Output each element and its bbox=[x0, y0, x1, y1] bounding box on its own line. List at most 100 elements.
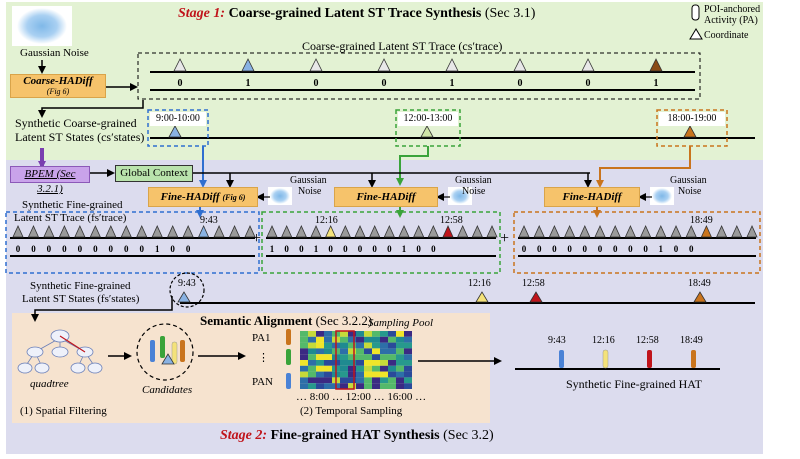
candidates-label: Candidates bbox=[142, 384, 193, 396]
fine-coordinate-mark bbox=[89, 225, 101, 238]
heatmap-cell bbox=[356, 342, 364, 349]
heatmap-cell bbox=[308, 331, 316, 337]
coarse-coordinate-mark bbox=[513, 58, 527, 72]
noise-label-2a: Gaussian bbox=[455, 175, 492, 186]
fine-time-1: 9:43 bbox=[200, 215, 218, 226]
heatmap-cell bbox=[340, 342, 348, 349]
coarse-hadiff-module: Coarse-HADiff (Fig 6) bbox=[10, 74, 106, 98]
heatmap-cell bbox=[324, 371, 332, 378]
fine-coordinate-mark bbox=[74, 225, 86, 238]
fine-coordinate-mark bbox=[120, 225, 132, 238]
fine-coordinate-mark bbox=[369, 225, 381, 238]
fine-bit-label: 0 bbox=[16, 244, 21, 254]
heatmap-cell bbox=[316, 348, 324, 355]
heatmap-cell bbox=[364, 383, 372, 389]
heatmap-cell bbox=[356, 365, 364, 372]
fine-coordinate-mark bbox=[281, 225, 293, 238]
fine-bit-label: 0 bbox=[109, 244, 114, 254]
fine-coordinate-mark bbox=[43, 225, 55, 238]
fine-coordinate-mark bbox=[12, 225, 24, 238]
heatmap-cell bbox=[340, 377, 348, 384]
heatmap-cell bbox=[380, 336, 388, 343]
heatmap-cell bbox=[324, 365, 332, 372]
heatmap-cell bbox=[348, 360, 356, 366]
coarse-coordinate-mark bbox=[309, 58, 323, 72]
synthetic-states-label-1: Synthetic Fine-grained bbox=[30, 280, 131, 292]
hat-time-1: 9:43 bbox=[548, 335, 566, 346]
heatmap-cell bbox=[300, 383, 308, 389]
quadtree-label: quadtree bbox=[30, 378, 69, 390]
heatmap-cell bbox=[308, 342, 316, 349]
coarse-coordinate-mark bbox=[241, 58, 255, 72]
coarse-bit-label: 1 bbox=[654, 78, 659, 89]
coarse-bit-label: 1 bbox=[246, 78, 251, 89]
fine-bit-label: 0 bbox=[643, 244, 648, 254]
noise-label-1a: Gaussian bbox=[290, 175, 327, 186]
heatmap-cell bbox=[348, 354, 356, 360]
fine-coordinate-mark bbox=[398, 225, 410, 238]
heatmap-cell bbox=[348, 383, 356, 389]
bpem-module: BPEM (Sec 3.2.1) bbox=[10, 166, 90, 195]
heatmap-cell bbox=[364, 371, 372, 378]
heatmap-cell bbox=[388, 365, 396, 372]
coarse-coordinate-mark bbox=[445, 58, 459, 72]
noise-label-3b: Noise bbox=[678, 186, 702, 197]
heatmap-cell bbox=[380, 348, 388, 355]
heatmap-cell bbox=[380, 383, 388, 389]
heatmap-cell bbox=[300, 365, 308, 372]
coarse-bit-label: 0 bbox=[586, 78, 591, 89]
heatmap-cell bbox=[308, 354, 316, 360]
states-time-3: 12:58 bbox=[522, 278, 545, 289]
heatmap-cell bbox=[396, 377, 404, 384]
heatmap-cell bbox=[356, 348, 364, 355]
heatmap-cell bbox=[356, 331, 364, 337]
fine-coordinate-mark bbox=[383, 225, 395, 238]
fine-hadiff-module-1: Fine-HADiff (Fig 6) bbox=[148, 187, 258, 207]
heatmap-cell bbox=[308, 336, 316, 343]
heatmap-cell bbox=[308, 377, 316, 384]
heatmap-cell bbox=[396, 383, 404, 389]
legend-pa: POI-anchored Activity (PA) bbox=[704, 4, 761, 26]
heatmap-cell bbox=[340, 336, 348, 343]
heatmap-cell bbox=[356, 377, 364, 384]
heatmap-cell bbox=[396, 336, 404, 343]
heatmap-cell bbox=[364, 336, 372, 343]
fine-bit-label: 0 bbox=[552, 244, 557, 254]
heatmap-cell bbox=[316, 354, 324, 360]
heatmap-cell bbox=[404, 377, 412, 384]
heatmap-cell bbox=[308, 383, 316, 389]
heatmap-cell bbox=[364, 377, 372, 384]
heatmap-cell bbox=[380, 371, 388, 378]
heatmap-cell bbox=[372, 365, 380, 372]
fine-bit-label: 0 bbox=[358, 244, 363, 254]
sampling-pool-label: Sampling Pool bbox=[368, 317, 434, 329]
noise-label-1b: Noise bbox=[298, 186, 322, 197]
synthetic-coarse-label-2: Latent ST States (cs′states) bbox=[15, 130, 145, 144]
heatmap-cell bbox=[380, 354, 388, 360]
heatmap-cell bbox=[316, 365, 324, 372]
fine-coordinate-mark bbox=[715, 225, 728, 238]
heatmap-cell bbox=[300, 360, 308, 366]
fine-bit-label: 0 bbox=[537, 244, 542, 254]
coarse-trace-box bbox=[137, 52, 701, 100]
fine-bit-label: 0 bbox=[328, 244, 333, 254]
global-context-box: Global Context bbox=[115, 165, 193, 182]
noise-label-2b: Noise bbox=[462, 186, 486, 197]
heatmap-cell bbox=[300, 348, 308, 355]
heatmap-cell bbox=[340, 348, 348, 355]
heatmap-cell bbox=[316, 383, 324, 389]
fine-bit-label: 0 bbox=[598, 244, 603, 254]
heatmap-cell bbox=[380, 365, 388, 372]
heatmap-cell bbox=[364, 354, 372, 360]
stage2-title: Stage 2: Fine-grained HAT Synthesis (Sec… bbox=[220, 428, 494, 443]
stage1-panel bbox=[6, 2, 763, 160]
fine-coordinate-mark bbox=[639, 225, 652, 238]
fine-bit-label: 0 bbox=[387, 244, 392, 254]
heatmap-cell bbox=[300, 354, 308, 360]
fine-coordinate-mark bbox=[609, 225, 621, 238]
heatmap-cell bbox=[388, 354, 396, 360]
heatmap-cell bbox=[372, 377, 380, 384]
heatmap-cell bbox=[364, 348, 372, 355]
fine-coordinate-mark bbox=[105, 225, 117, 238]
noise-label-3a: Gaussian bbox=[670, 175, 707, 186]
